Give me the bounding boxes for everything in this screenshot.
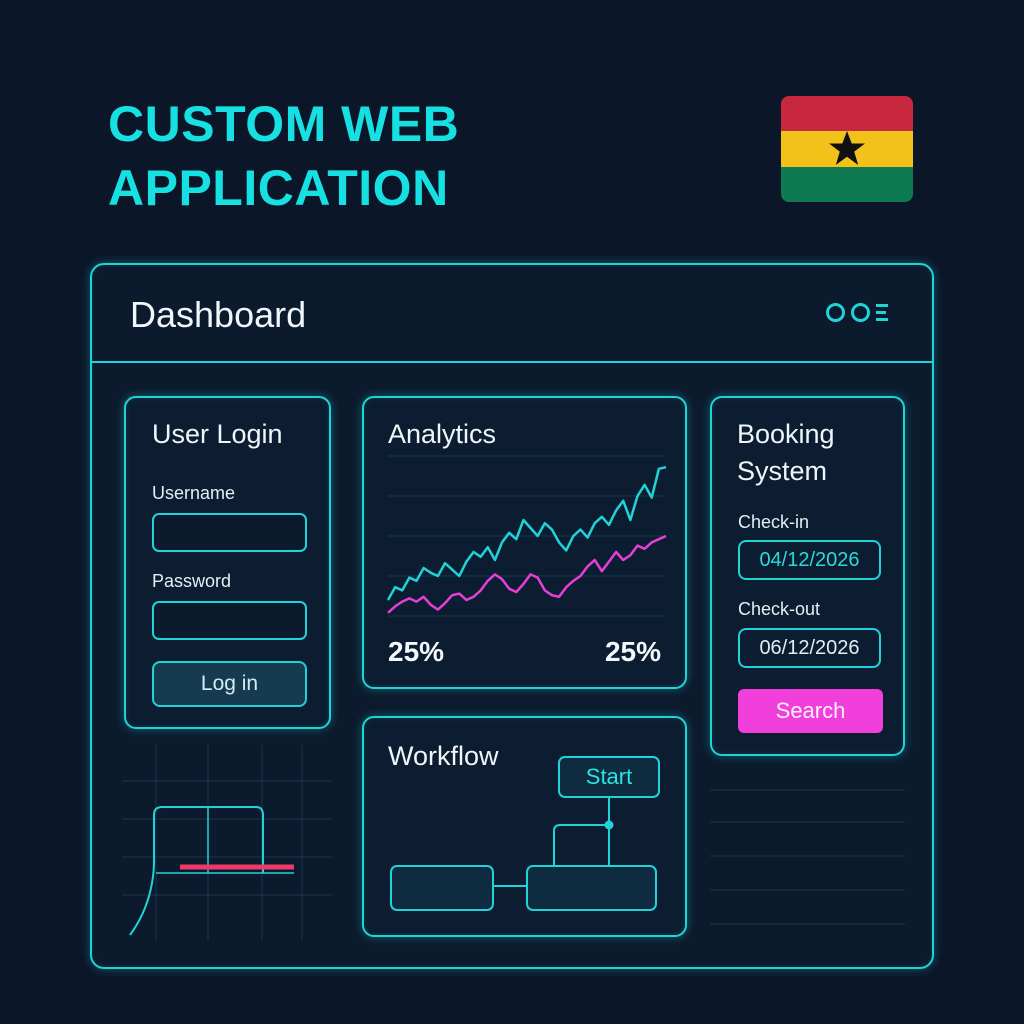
line-decoration xyxy=(710,789,905,925)
workflow-node[interactable] xyxy=(526,865,657,911)
checkin-label: Check-in xyxy=(738,512,810,532)
password-input[interactable] xyxy=(152,601,307,640)
booking-title-line-1: Booking xyxy=(737,419,835,449)
headline: CUSTOM WEB APPLICATION xyxy=(108,92,459,220)
circle-icon[interactable] xyxy=(851,303,870,322)
workflow-title: Workflow xyxy=(388,741,499,771)
workflow-card: Workflow Start xyxy=(362,716,687,937)
user-login-card: User Login Username Password Log in xyxy=(124,396,331,729)
username-label: Username xyxy=(152,483,236,503)
analytics-card: Analytics 25% 25% xyxy=(362,396,687,689)
checkout-label: Check-out xyxy=(738,599,821,619)
chart-series-line-1 xyxy=(386,465,667,601)
chart-series-line-2 xyxy=(387,534,667,614)
username-input[interactable] xyxy=(152,513,307,552)
booking-title-line-2: System xyxy=(737,456,828,486)
login-button[interactable]: Log in xyxy=(152,661,307,707)
search-button[interactable]: Search xyxy=(738,689,883,733)
analytics-chart xyxy=(386,455,667,617)
dashboard-header: Dashboard xyxy=(92,265,932,363)
checkin-date-input[interactable]: 04/12/2026 xyxy=(738,540,881,580)
star-icon xyxy=(829,131,865,165)
menu-icon[interactable] xyxy=(876,304,888,321)
ghana-flag-icon xyxy=(781,96,913,202)
headline-line-2: APPLICATION xyxy=(108,160,449,216)
workflow-node[interactable] xyxy=(390,865,494,911)
stat-right: 25% xyxy=(604,636,661,667)
booking-system-card: Booking System Check-in 04/12/2026 Check… xyxy=(710,396,905,756)
dashboard-title: Dashboard xyxy=(130,294,307,335)
checkout-date-input[interactable]: 06/12/2026 xyxy=(738,628,881,668)
password-label: Password xyxy=(152,571,232,591)
login-title: User Login xyxy=(152,419,283,449)
analytics-title: Analytics xyxy=(388,419,497,449)
workflow-start-node[interactable]: Start xyxy=(558,756,660,798)
circle-icon[interactable] xyxy=(826,303,845,322)
window-controls xyxy=(826,303,888,322)
headline-line-1: CUSTOM WEB xyxy=(108,96,460,152)
stat-left: 25% xyxy=(388,636,445,667)
wireframe-decoration xyxy=(122,745,332,940)
